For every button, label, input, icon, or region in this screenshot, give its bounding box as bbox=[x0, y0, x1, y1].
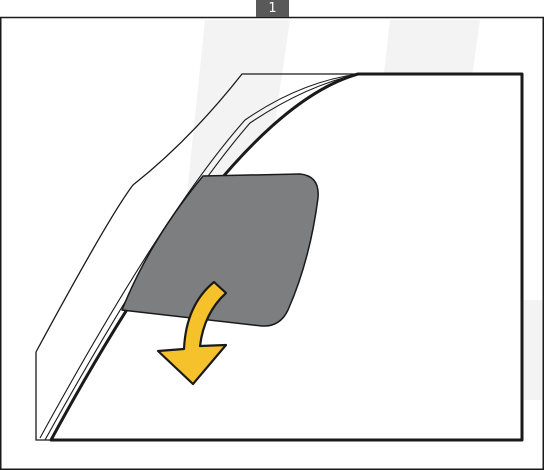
step-number-badge: 1 bbox=[256, 0, 289, 17]
corner-trim bbox=[35, 73, 359, 441]
grey-panel-component bbox=[121, 173, 319, 327]
outer-frame bbox=[0, 16, 544, 470]
curved-down-arrow-icon bbox=[156, 280, 228, 386]
